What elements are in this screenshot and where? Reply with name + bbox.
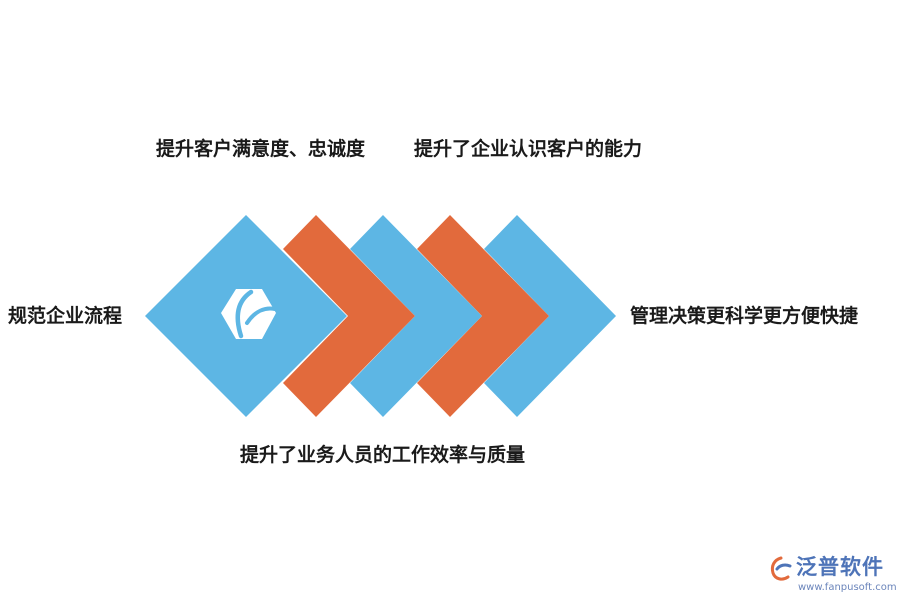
chevron-arrow-2 [283,215,415,417]
chevron-arrow-3 [350,215,482,417]
label-decision-making: 管理决策更科学更方便快捷 [630,305,859,327]
watermark: 泛普软件 www.fanpusoft.com [768,555,897,596]
watermark-brand: 泛普软件 [796,555,884,579]
chevron-arrow-4 [417,215,549,417]
chevron-arrow-5 [484,215,616,417]
label-customer-satisfaction: 提升客户满意度、忠诚度 [156,138,366,160]
fanpu-logo-icon [770,556,792,581]
label-work-efficiency: 提升了业务人员的工作效率与质量 [240,444,526,466]
company-logo-icon [221,289,277,339]
watermark-url: www.fanpusoft.com [798,582,897,593]
label-standardize-process: 规范企业流程 [8,305,123,327]
label-customer-knowledge: 提升了企业认识客户的能力 [414,138,643,160]
